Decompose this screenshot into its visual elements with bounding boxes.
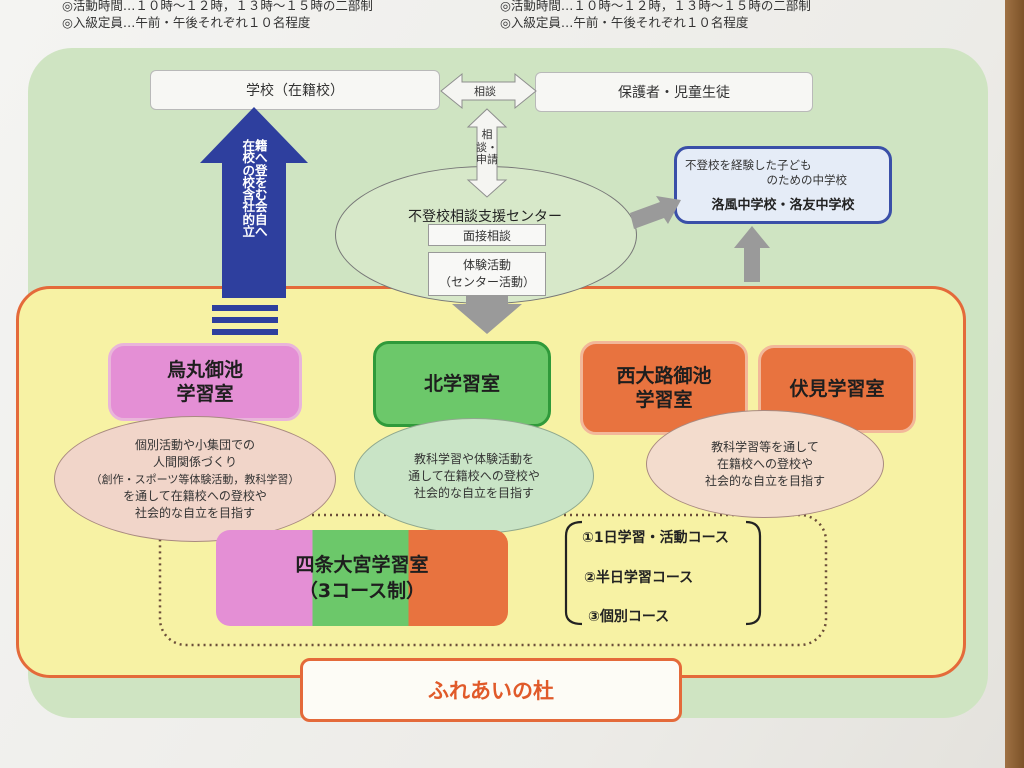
guardian-label: 保護者・児童生徒 [618, 85, 730, 101]
room-shijo: 四条大宮学習室 （3コース制） [216, 530, 508, 626]
karasuma-description: 個別活動や小集団での 人間関係づくり （創作・スポーツ等体験活動，教科学習） を… [54, 416, 336, 542]
special-school-name: 洛風中学校・洛友中学校 [711, 197, 855, 213]
room-fushimi-line1: 伏見学習室 [789, 378, 885, 400]
special-school-caption-line2: のための中学校 [766, 172, 848, 187]
desk-edge [1002, 0, 1024, 768]
header-right-line2: ◎入級定員…午前・午後それぞれ１０名程度 [500, 15, 749, 30]
west-description: 教科学習等を通して 在籍校への登校や 社会的な自立を目指す [646, 410, 884, 518]
karasuma-desc-line: 社会的な自立を目指す [134, 505, 255, 520]
karasuma-desc-line: 個別活動や小集団での [134, 437, 255, 452]
blue-stripe-1 [212, 305, 278, 311]
room-nishioji-line1: 西大路御池 [616, 365, 712, 387]
special-school-box: 不登校を経験した子ども のための中学校 洛風中学校・洛友中学校 [674, 146, 892, 224]
kita-desc-line: 教科学習や体験活動を [413, 451, 534, 466]
blue-up-arrow [200, 107, 308, 298]
west-desc-line: 社会的な自立を目指す [704, 473, 825, 488]
room-kita-line1: 北学習室 [423, 373, 500, 395]
consult-apply-double-arrow [466, 108, 508, 198]
karasuma-desc-line: を通して在籍校への登校や [123, 488, 267, 503]
kita-desc-line: 社会的な自立を目指す [413, 485, 534, 500]
kita-desc-line: 通して在籍校への登校や [408, 468, 540, 483]
consult-apply-label: 相談・申請 [476, 128, 498, 166]
guardian-box: 保護者・児童生徒 [535, 72, 813, 112]
room-shijo-line1: 四条大宮学習室 [295, 554, 429, 576]
center-down-arrow [452, 296, 522, 334]
kita-description: 教科学習や体験活動を 通して在籍校への登校や 社会的な自立を目指す [354, 418, 594, 534]
school-box: 学校（在籍校） [150, 70, 440, 110]
room-karasuma-line2: 学習室 [176, 383, 234, 405]
courses-bracket [564, 520, 762, 626]
header-left-line1: ◎活動時間…１０時～１２時，１３時～１５時の二部制 [62, 0, 373, 13]
room-karasuma-line1: 烏丸御池 [166, 359, 243, 381]
room-kita: 北学習室 [373, 341, 551, 427]
interview-box: 面接相談 [428, 224, 546, 246]
course-item-half-day: ②半日学習コース [584, 570, 694, 586]
fureai-title: ふれあいの杜 [428, 679, 554, 703]
up-to-special-arrow [734, 226, 770, 282]
center-to-special-arrow [630, 196, 681, 229]
special-school-caption-line1: 不登校を経験した子ども [685, 157, 812, 172]
karasuma-desc-line: （創作・スポーツ等体験活動，教科学習） [90, 472, 300, 486]
header-right-line1: ◎活動時間…１０時～１２時，１３時～１５時の二部制 [500, 0, 811, 13]
blue-stripe-3 [212, 329, 278, 335]
support-center-title: 不登校相談支援センター [408, 209, 562, 225]
room-karasuma: 烏丸御池 学習室 [108, 343, 302, 421]
room-nishioji-line2: 学習室 [635, 389, 693, 411]
blue-stripe-2 [212, 317, 278, 323]
experience-line1: 体験活動 [462, 258, 511, 272]
room-shijo-line2: （3コース制） [298, 580, 426, 602]
karasuma-desc-line: 人間関係づくり [152, 454, 237, 469]
west-desc-line: 在籍校への登校や [716, 456, 813, 471]
interview-label: 面接相談 [462, 228, 511, 243]
consult-double-arrow [440, 72, 537, 110]
blue-arrow-label: 在籍校への登校を含む社会的自立へ [242, 138, 268, 240]
school-label: 学校（在籍校） [246, 83, 344, 99]
west-desc-line: 教科学習等を通して [711, 439, 819, 454]
course-item-individual: ③個別コース [588, 609, 670, 625]
experience-line2: （センター活動） [438, 275, 535, 289]
consult-arrow-label: 相談 [474, 85, 496, 98]
course-item-full-day: ①1日学習・活動コース [582, 530, 729, 546]
fureai-title-box: ふれあいの杜 [300, 658, 682, 722]
header-left-line2: ◎入級定員…午前・午後それぞれ１０名程度 [62, 15, 311, 30]
experience-box: 体験活動 （センター活動） [428, 252, 546, 296]
